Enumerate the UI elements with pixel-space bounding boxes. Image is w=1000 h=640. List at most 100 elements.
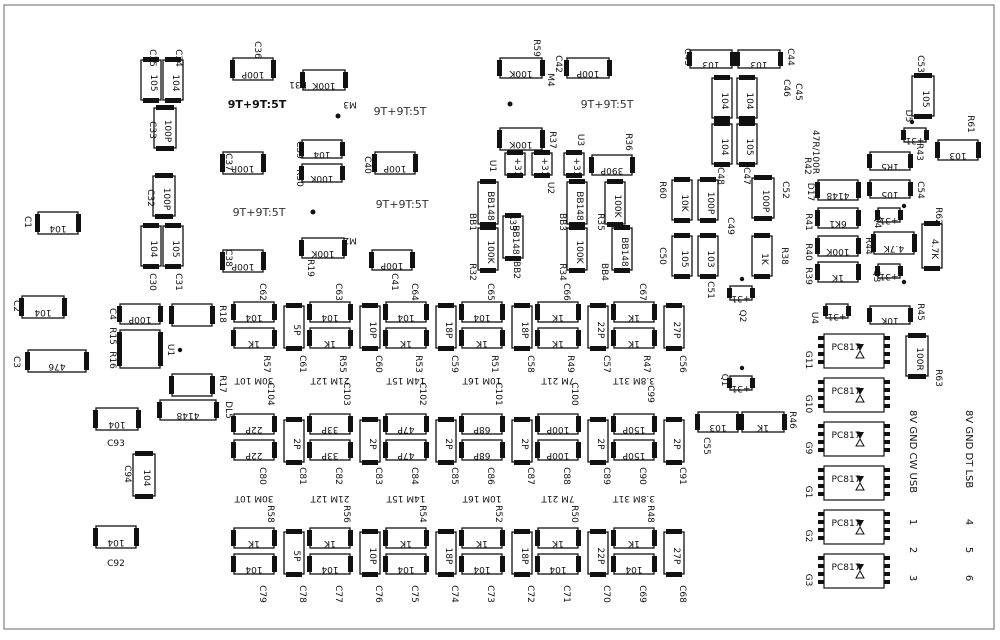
ref-designator: C76 xyxy=(373,585,383,603)
ref-designator: C45 xyxy=(793,83,803,101)
ref-designator: C52 xyxy=(780,181,790,199)
cap-c36-value: 100P xyxy=(241,69,264,79)
filter-cap-mid-b-3: 47P xyxy=(383,439,429,461)
filter-res-bot-1: 1K xyxy=(231,527,277,549)
ref-designator: C55 xyxy=(701,437,711,455)
ref-designator: R37 xyxy=(547,131,557,149)
ref-designator: D17 xyxy=(805,183,815,201)
ic-u2-value: +31 xyxy=(539,158,549,177)
cap-c40-value: 100P xyxy=(383,163,406,173)
res-r39-value: 1K xyxy=(831,272,844,282)
filter-cap-mid-b-2-value: 33P xyxy=(321,450,338,460)
ic-u1-mixer xyxy=(117,329,163,369)
cap-c40: 100P xyxy=(372,151,418,175)
ref-designator: BB4 xyxy=(599,263,609,281)
cap-c42: 100P xyxy=(564,57,612,79)
cap-c48: 104 xyxy=(711,121,733,167)
filter-cap-mid-small-4: 2P xyxy=(511,417,533,465)
filter-res-bot-3: 1K xyxy=(383,527,429,549)
filter-cap-mid-a-5: 100P xyxy=(535,413,581,435)
res-r60: 10K xyxy=(671,177,693,223)
filter-cap-mid-b-4-value: 68P xyxy=(473,450,490,460)
optocoupler-label: PC817 xyxy=(832,387,861,397)
ref-designator: C79 xyxy=(257,585,267,603)
optocoupler-1: PC817 xyxy=(818,333,890,369)
band-label-lower-4: 10M 16T xyxy=(462,493,502,503)
cap-c31: 105 xyxy=(162,223,184,269)
ref-designator: DL5 xyxy=(223,401,233,419)
res-r19: 100K xyxy=(299,237,347,259)
cap-c94-value: 104 xyxy=(141,469,151,486)
ref-designator: R47 xyxy=(641,355,651,373)
ref-designator: C31 xyxy=(173,273,183,291)
filter-res-bot-5-value: 1K xyxy=(551,538,564,548)
filter-cap-mid-a-2-value: 33P xyxy=(321,424,338,434)
filter-cap-mid-a-6: 150P xyxy=(611,413,657,435)
varactor-bb2-value: BB148 xyxy=(510,225,520,255)
diode-d17-value: 4148 xyxy=(826,190,849,200)
res-r61-value: 103 xyxy=(949,150,966,160)
filter-res-1-value: 1K xyxy=(247,338,260,348)
ref-designator: C53 xyxy=(915,55,925,73)
filter-cap-small-6-value: 27P xyxy=(671,322,681,339)
ref-designator: C3 xyxy=(11,356,21,368)
ref-designator: C33 xyxy=(147,121,157,139)
res-r30: 100K xyxy=(299,163,345,183)
res-4.7k-value: 4.7K xyxy=(883,243,904,253)
res-r34: 100K xyxy=(566,225,588,273)
ref-designator: C93 xyxy=(107,439,125,449)
ref-designator: C38 xyxy=(223,249,233,267)
cap-c31-value: 105 xyxy=(170,240,180,257)
res-r42-value: 47R/100R xyxy=(810,130,820,174)
cap-c33: 100P xyxy=(153,105,177,151)
res-r17 xyxy=(169,373,215,397)
filter-res-4-value: 1K xyxy=(475,338,488,348)
cap-c32-value: 100P xyxy=(161,188,171,211)
cap-c39: 104 xyxy=(299,139,345,159)
connector-pin-4: 4 xyxy=(963,519,974,525)
ref-designator: C84 xyxy=(409,467,419,485)
res-r45: 10K xyxy=(867,305,913,325)
ref-designator: C64 xyxy=(409,283,419,301)
ref-designator: C85 xyxy=(449,467,459,485)
filter-cap-bot-3-value: 104 xyxy=(397,564,414,574)
res-r44: 100K xyxy=(815,235,861,257)
ref-designator: R53 xyxy=(413,355,423,373)
filter-cap-mid-a-3: 47P xyxy=(383,413,429,435)
ref-designator: C60 xyxy=(373,355,383,373)
filter-cap-mid-small-4-value: 2P xyxy=(519,438,529,450)
ref-designator: C65 xyxy=(485,283,495,301)
filter-cap-top-6-value: 1K xyxy=(627,312,640,322)
connector-title-1: 8V GND CW USB xyxy=(907,410,918,493)
res-r63: 100R xyxy=(905,333,929,379)
cap-c34: 104 xyxy=(162,57,184,103)
ref-designator: C82 xyxy=(333,467,343,485)
ref-designator: M2 xyxy=(343,235,357,245)
res-r18 xyxy=(169,303,215,327)
ref-designator: C32 xyxy=(145,189,155,207)
res-r46: 1K xyxy=(739,411,787,433)
filter-cap-small-2: 10P xyxy=(359,303,381,351)
ref-designator: R33 xyxy=(507,213,517,231)
filter-res-bot-1-value: 1K xyxy=(247,538,260,548)
cap-c53-value: 105 xyxy=(920,90,930,107)
ref-designator: U2 xyxy=(545,182,555,194)
filter-cap-mid-b-5-value: 100P xyxy=(546,450,569,460)
ref-designator: R18 xyxy=(217,305,227,323)
ref-designator: C4 xyxy=(107,308,117,320)
filter-cap-mid-a-2: 33P xyxy=(307,413,353,435)
cap-c51-value: 103 xyxy=(705,250,715,267)
ref-designator: D5 xyxy=(903,110,913,123)
ic-u1-value: +31 xyxy=(512,158,522,177)
res-r45-value: 10K xyxy=(880,315,898,325)
filter-cap-small-3-value: 18P xyxy=(443,322,453,339)
res-r43-value: 1R5 xyxy=(881,161,899,171)
board-frame xyxy=(3,4,995,630)
cap-c92: 104 xyxy=(93,525,139,549)
opto-gate-ref: G1 xyxy=(803,486,813,499)
filter-cap-mid-b-4: 68P xyxy=(459,439,505,461)
ref-designator: C62 xyxy=(257,283,267,301)
via-dot xyxy=(310,209,316,215)
